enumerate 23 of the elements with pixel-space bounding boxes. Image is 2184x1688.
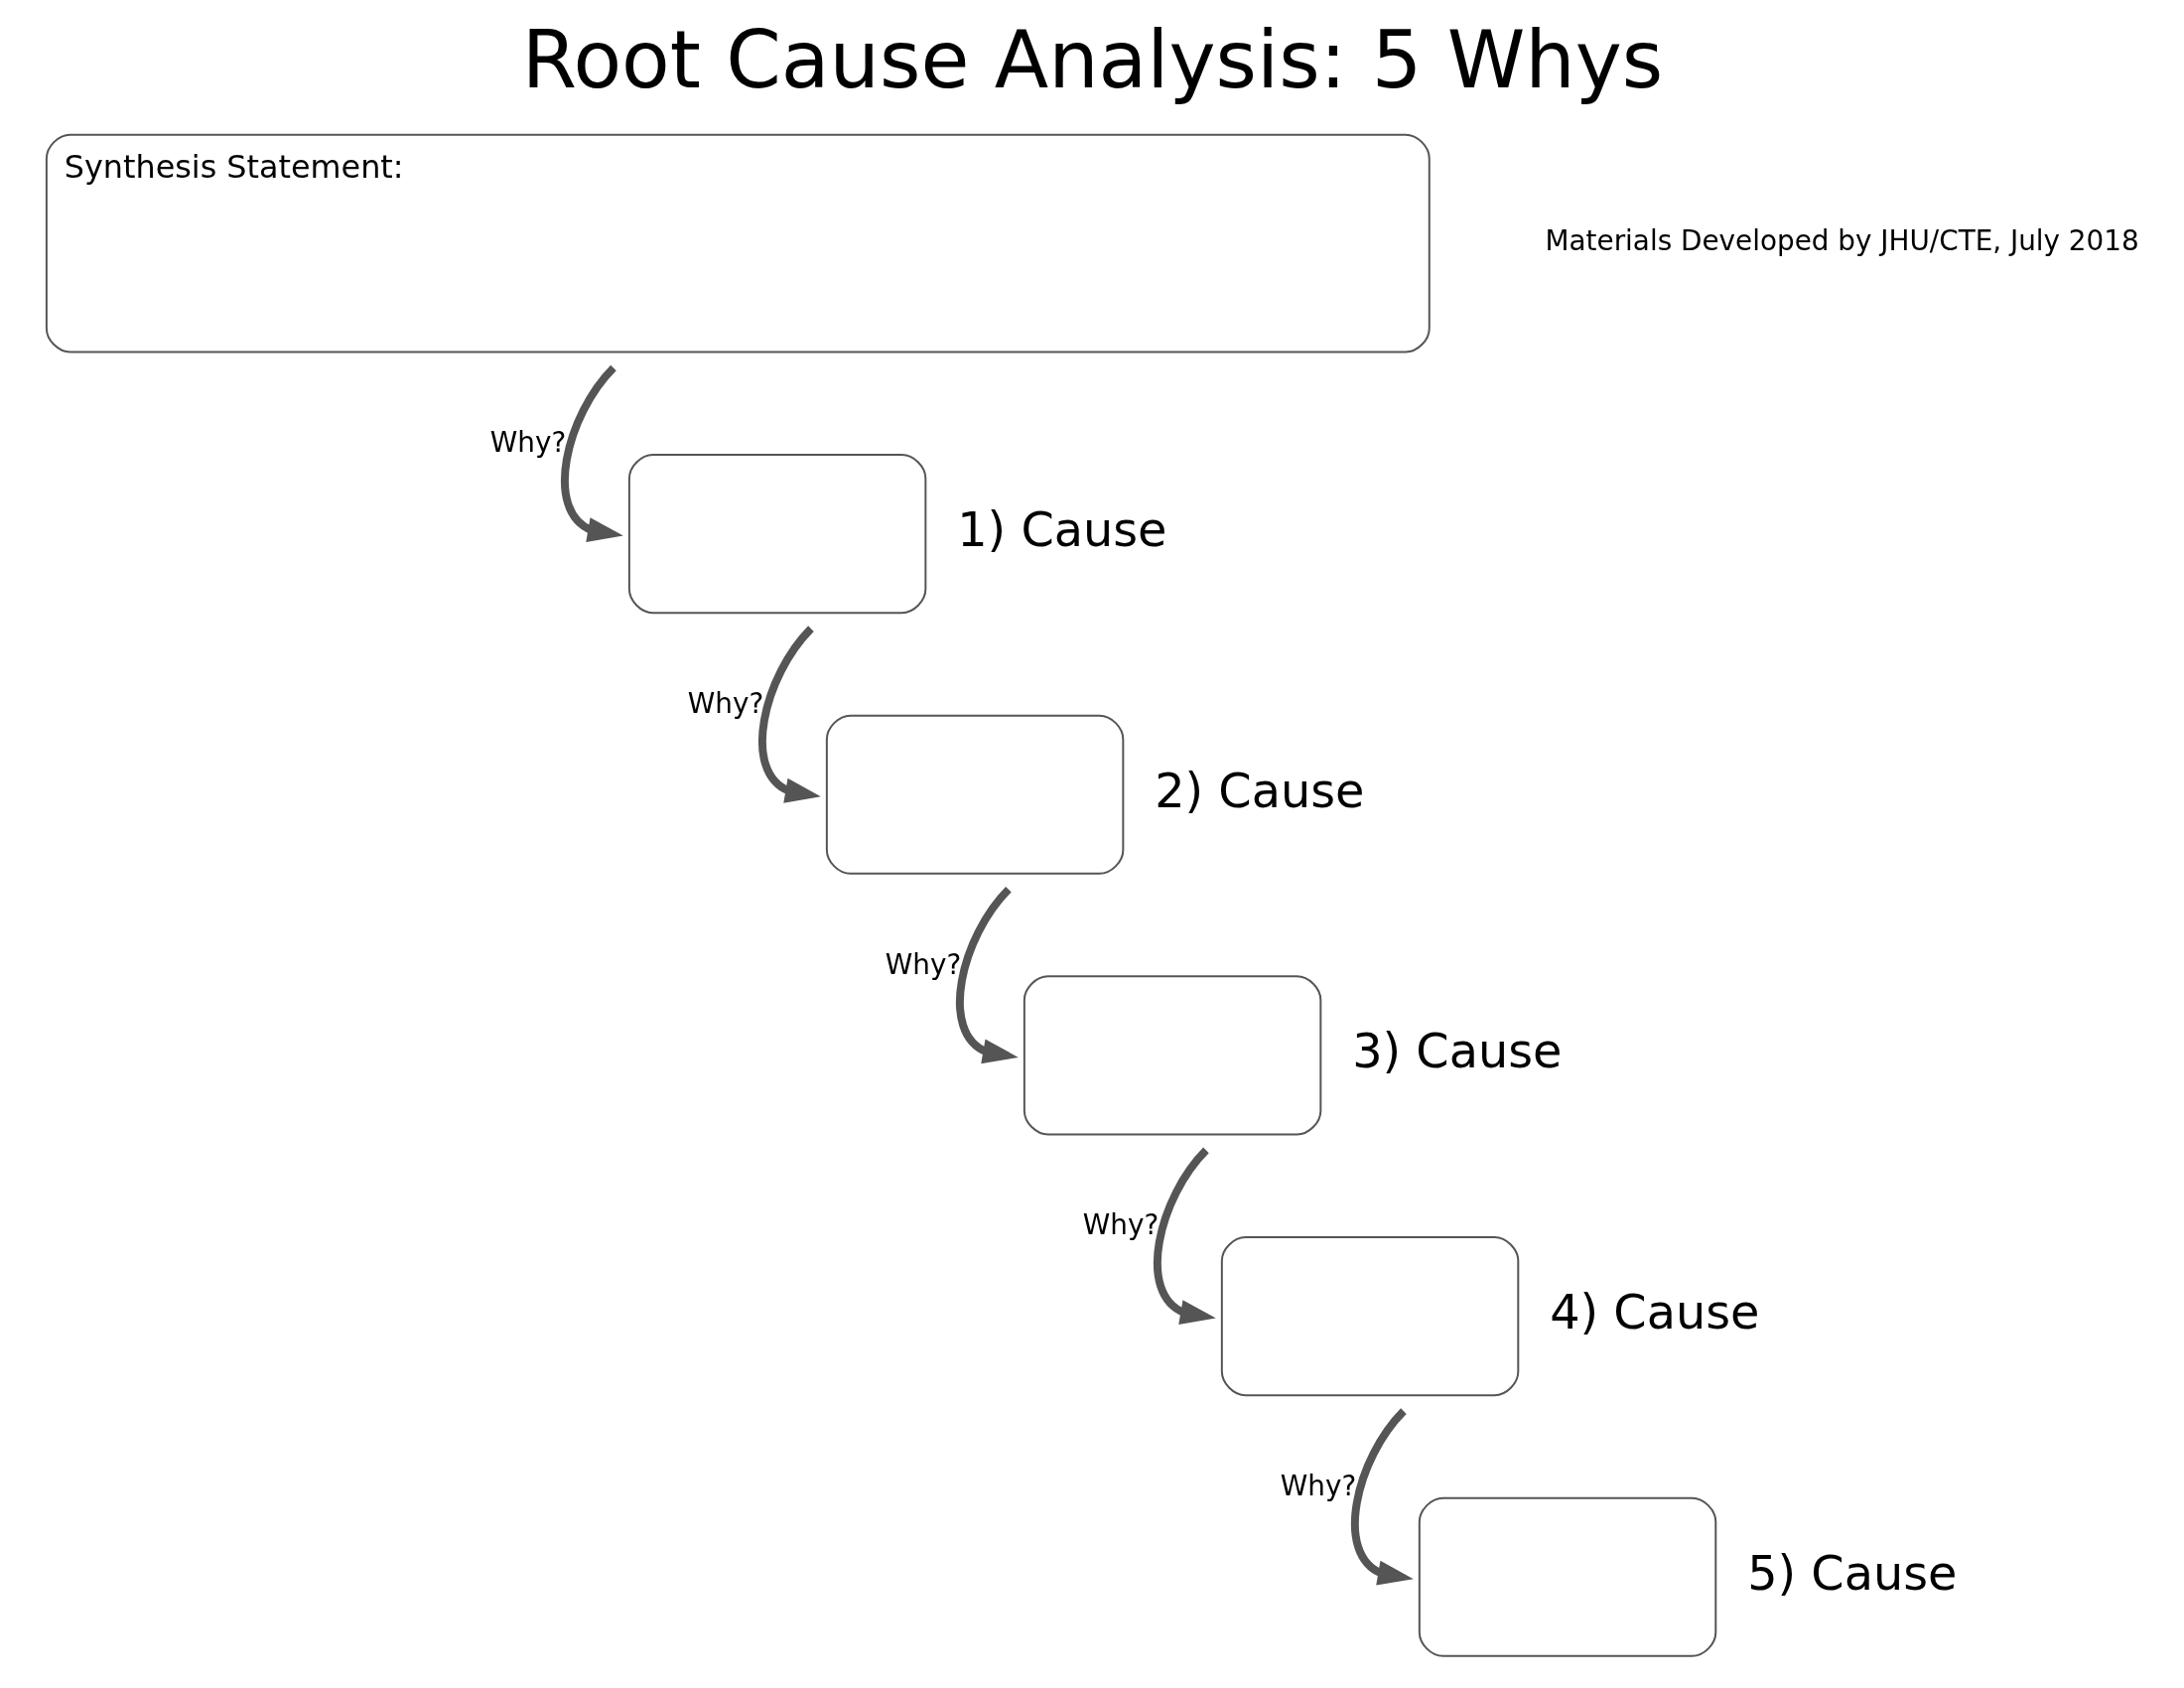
node-label: 4) Cause xyxy=(1549,1284,1759,1339)
node-box xyxy=(1220,1236,1519,1397)
node-label: 1) Cause xyxy=(956,501,1167,557)
node-label: 3) Cause xyxy=(1351,1024,1562,1079)
edge-label: Why? xyxy=(489,426,566,460)
node-box xyxy=(1023,975,1321,1136)
node-box xyxy=(825,714,1124,875)
edge-label: Why? xyxy=(687,686,763,720)
arrow xyxy=(955,887,1019,1064)
diagram-title: Root Cause Analysis: 5 Whys xyxy=(521,13,1663,106)
node-box xyxy=(1418,1496,1716,1657)
edge-label: Why? xyxy=(1280,1469,1356,1502)
node-box xyxy=(627,454,926,615)
arrow xyxy=(560,364,623,542)
arrow xyxy=(1350,1408,1414,1586)
label: Materials Developed by JHU/CTE, July 2018 xyxy=(1545,224,2139,258)
edge-label: Why? xyxy=(885,947,961,981)
node-label: 2) Cause xyxy=(1154,763,1364,818)
arrow xyxy=(757,626,821,803)
node-box: Synthesis Statement: xyxy=(45,133,1431,353)
edge-label: Why? xyxy=(1082,1208,1159,1242)
node-label: 5) Cause xyxy=(1746,1545,1957,1601)
arrow xyxy=(1153,1147,1216,1325)
